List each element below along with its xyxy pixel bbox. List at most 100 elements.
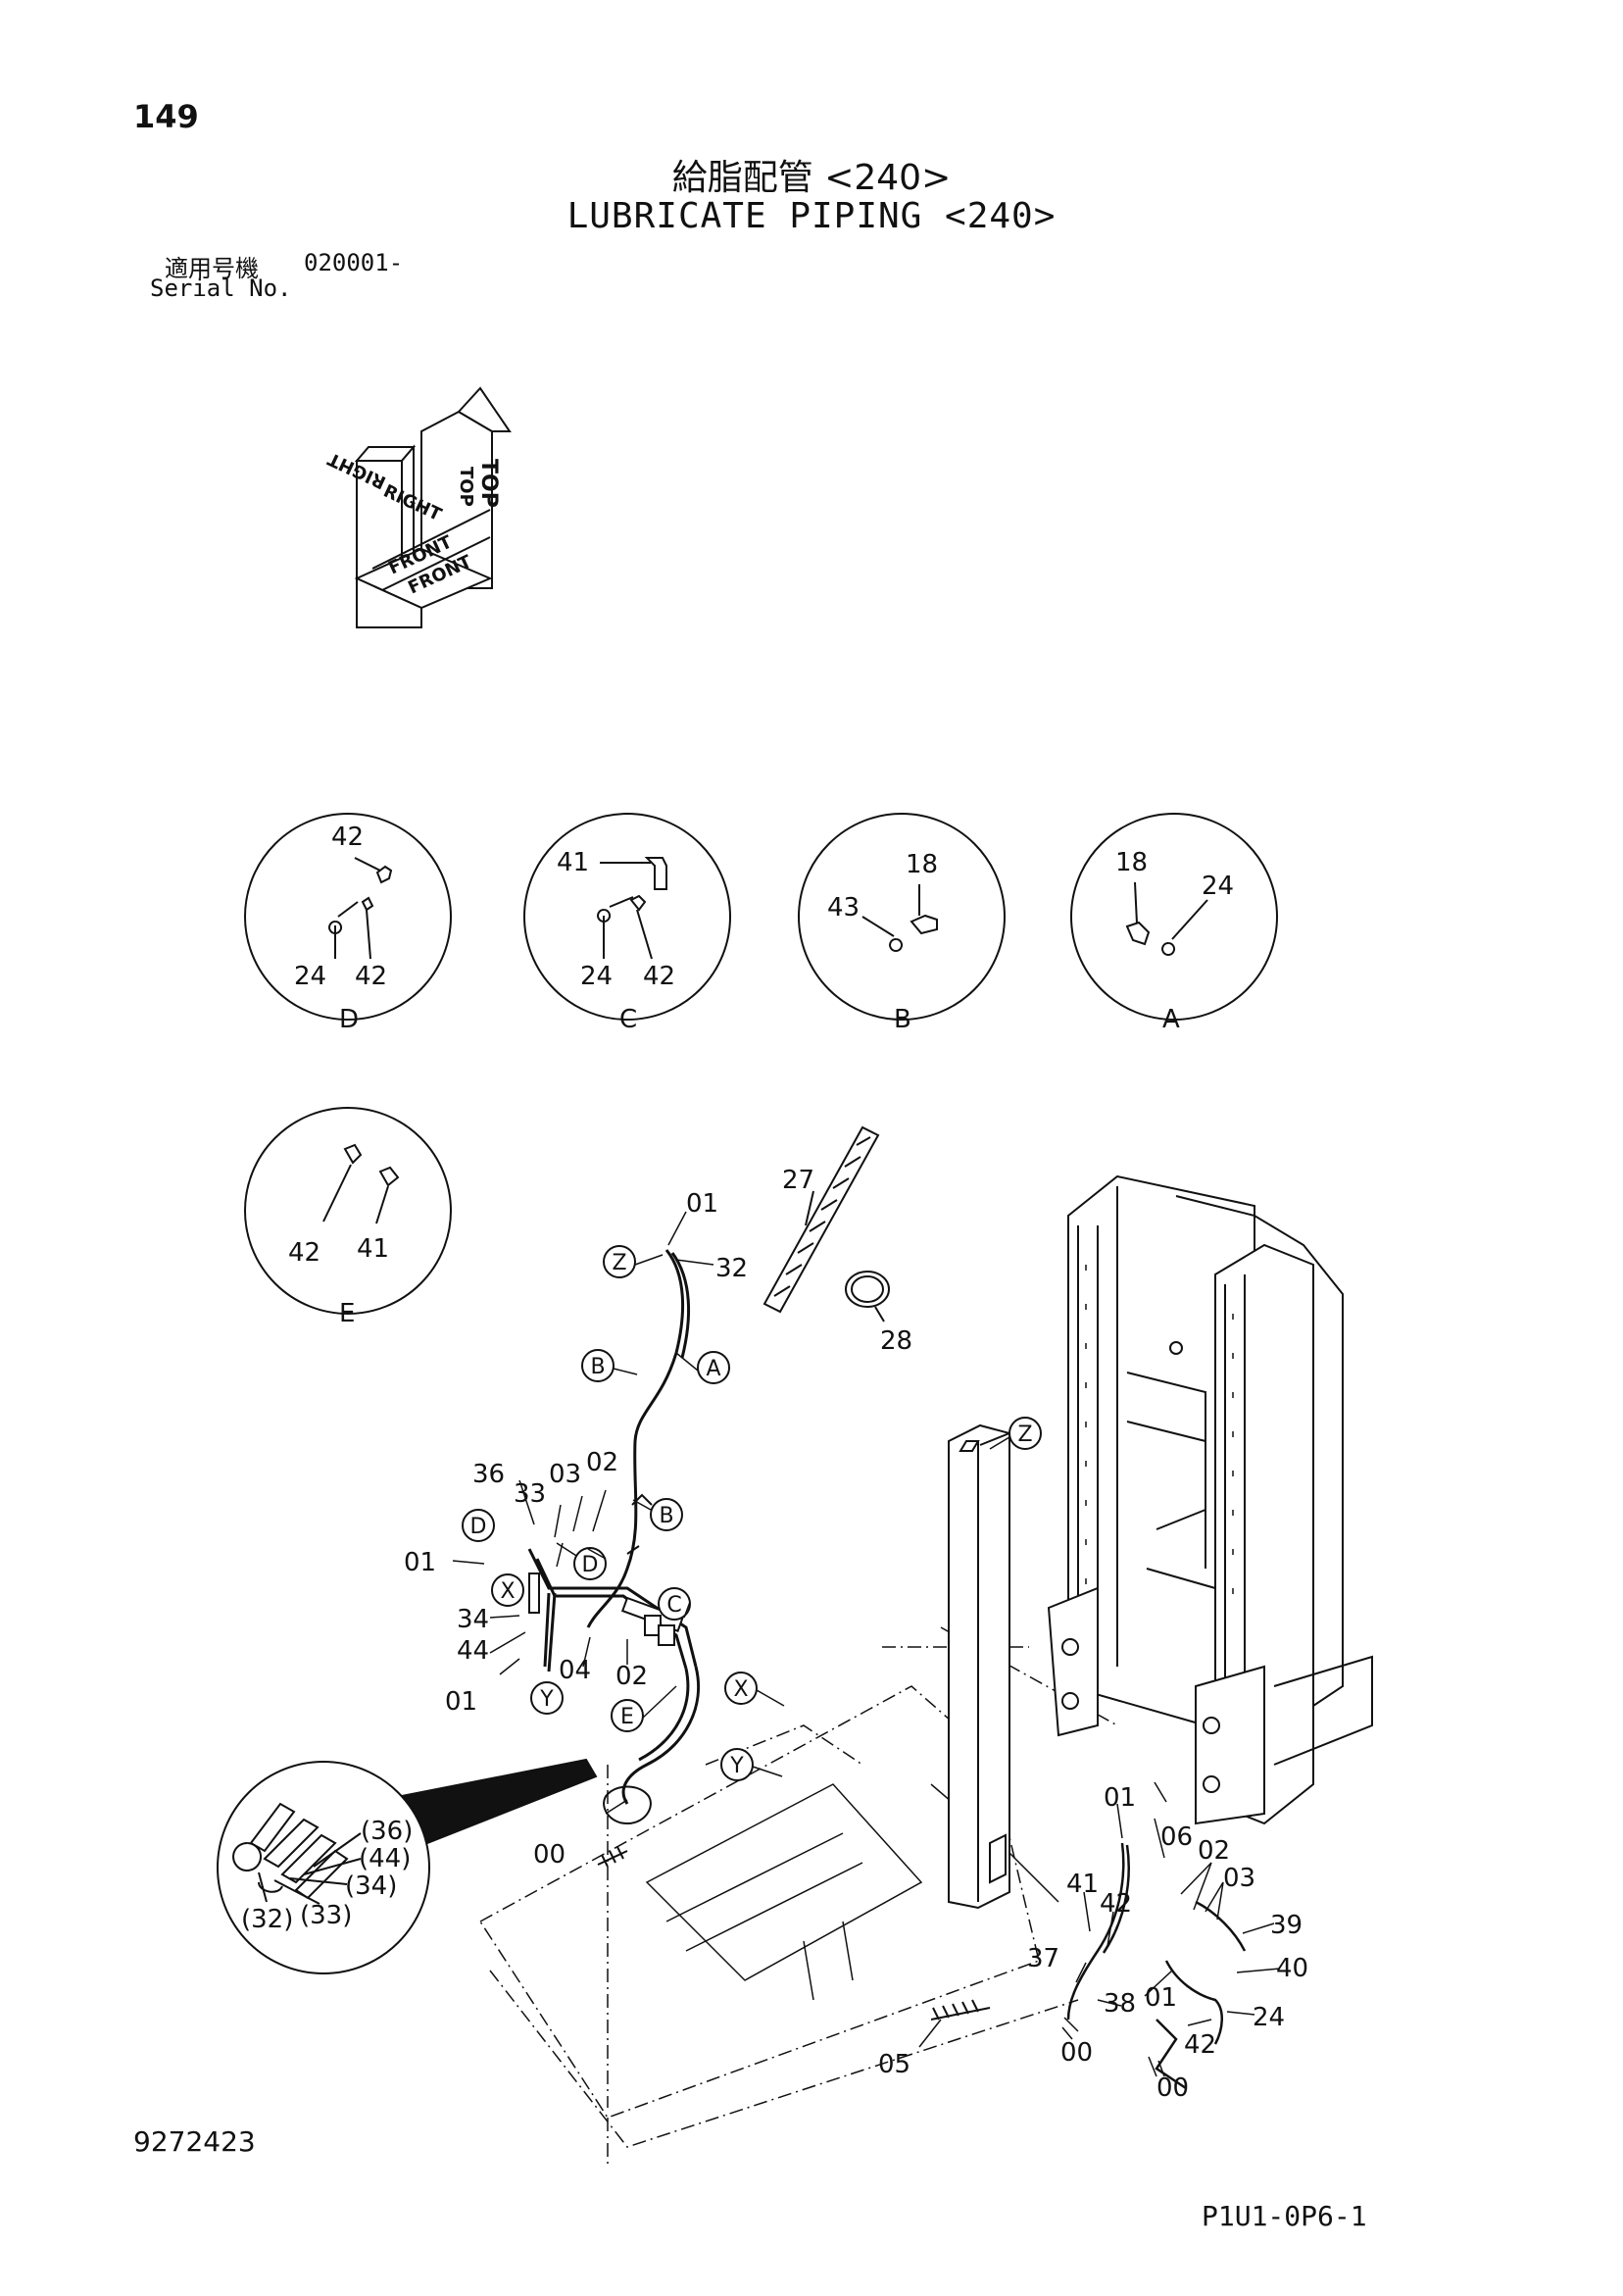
- circle-ref-d-right: D: [582, 1553, 599, 1577]
- main-hose-clamps: [528, 1493, 684, 1825]
- callout-03: 03: [549, 1460, 581, 1489]
- callout-03-right: 03: [1223, 1864, 1255, 1893]
- orientation-symbol: TOP TOP RIGHT RIGHT FRONT FRONT: [324, 386, 512, 628]
- detail-d-callout-24: 24: [294, 962, 326, 991]
- circle-refs: [462, 1245, 1042, 1781]
- callout-01-left: 01: [404, 1548, 436, 1577]
- detail-d-callout-42-top: 42: [331, 823, 364, 852]
- circle-ref-labels: Z B A B D D X C Y E X Y Z: [470, 1251, 1033, 1778]
- base-frame: [478, 1626, 1118, 2167]
- callout-01-right-lower: 01: [1145, 1983, 1177, 2013]
- callout-44: 44: [457, 1636, 489, 1666]
- circle-ref-z-right: Z: [1017, 1423, 1032, 1447]
- callout-33: 33: [514, 1479, 546, 1509]
- callout-40: 40: [1276, 1954, 1308, 1983]
- callout-01-top: 01: [686, 1189, 718, 1219]
- circle-ref-a: A: [706, 1357, 720, 1381]
- callout-38: 38: [1104, 1989, 1136, 2019]
- callout-05: 05: [878, 2050, 910, 2079]
- callout-28: 28: [880, 1326, 912, 1356]
- detail-b-callout-43: 43: [827, 893, 860, 923]
- bubble-callout-33: (33): [300, 1901, 352, 1930]
- right-hose-assembly: [1066, 1842, 1247, 2090]
- circle-ref-x-right: X: [733, 1677, 748, 1702]
- callout-39: 39: [1270, 1911, 1303, 1940]
- detail-a-callout-18: 18: [1115, 848, 1148, 877]
- callout-00-left: 00: [533, 1840, 566, 1870]
- detail-b-label: B: [894, 1005, 911, 1034]
- detail-d-callout-42-bottom: 42: [355, 962, 387, 991]
- circle-ref-e: E: [620, 1705, 634, 1729]
- document-number: 9272423: [133, 2125, 256, 2158]
- detail-c: 41 24 42 C: [523, 813, 731, 1034]
- detail-c-callout-24: 24: [580, 962, 613, 991]
- title-japanese: 給脂配管 <240>: [671, 158, 952, 198]
- callout-42-right-top: 42: [1100, 1889, 1132, 1919]
- callout-00-right-a: 00: [1060, 2038, 1093, 2068]
- rear-mast-structure: [1047, 1174, 1373, 1825]
- orientation-top-label: TOP: [476, 459, 501, 508]
- bubble-callout-36: (36): [361, 1817, 413, 1846]
- callout-02-right: 02: [1198, 1836, 1230, 1866]
- callout-42-right-bottom: 42: [1184, 2030, 1216, 2060]
- callout-27: 27: [782, 1166, 814, 1195]
- circle-ref-y-left: Y: [539, 1687, 554, 1712]
- circle-ref-x-left: X: [500, 1579, 515, 1604]
- detail-d-label: D: [339, 1005, 359, 1034]
- detail-b: 18 43 B: [798, 813, 1006, 1034]
- mast-column: [948, 1423, 1010, 1910]
- callout-24-right: 24: [1253, 2003, 1285, 2032]
- callout-02-mid: 02: [615, 1662, 648, 1691]
- title-english: LUBRICATE PIPING <240>: [566, 196, 1057, 236]
- circle-ref-y-right: Y: [729, 1754, 744, 1778]
- detail-c-callout-41: 41: [557, 848, 589, 877]
- serial-number-value: 020001-: [304, 249, 404, 276]
- circle-ref-c: C: [666, 1593, 681, 1618]
- serial-label-english: Serial No.: [150, 275, 292, 302]
- grease-fitting-05: [930, 1999, 991, 2021]
- detail-e-callout-41: 41: [357, 1234, 389, 1264]
- detail-e-label: E: [339, 1299, 355, 1328]
- circle-ref-leaders: [587, 1254, 1010, 1777]
- serial-label-japanese: 適用号機: [165, 255, 259, 282]
- circle-ref-z-top: Z: [612, 1251, 626, 1275]
- bubble-callout-34: (34): [345, 1872, 397, 1901]
- detail-e: 42 41 E: [244, 1107, 452, 1328]
- bubble-callout-44: (44): [359, 1844, 411, 1873]
- callout-34: 34: [457, 1605, 489, 1634]
- detail-b-callout-18: 18: [906, 850, 938, 879]
- detail-e-callout-42: 42: [288, 1238, 320, 1268]
- detail-c-callout-42: 42: [643, 962, 675, 991]
- detail-c-label: C: [619, 1005, 637, 1034]
- detail-d: 42 24 42 D: [244, 813, 452, 1034]
- part-ring-28: [845, 1271, 890, 1323]
- page-code: P1U1-0P6-1: [1202, 2200, 1367, 2232]
- detail-a: 18 24 A: [1070, 813, 1278, 1034]
- circle-ref-b-mid: B: [659, 1504, 673, 1528]
- callout-00-right-b: 00: [1156, 2073, 1189, 2103]
- callout-02-top: 02: [586, 1448, 618, 1477]
- circle-ref-b-top: B: [590, 1355, 605, 1379]
- bubble-detail: (36) (44) (34) (32) (33): [217, 1758, 598, 1974]
- detail-a-callout-24: 24: [1202, 872, 1234, 901]
- callout-36: 36: [472, 1460, 505, 1489]
- page-number: 149: [133, 98, 199, 135]
- orientation-top-label-2: TOP: [456, 467, 476, 507]
- callout-01-lower: 01: [445, 1687, 477, 1717]
- right-callout-leaders: [918, 1781, 1281, 2077]
- callout-01-right: 01: [1104, 1783, 1136, 1813]
- main-hose-assembly: [527, 1249, 701, 1805]
- callout-06: 06: [1160, 1822, 1193, 1852]
- grease-fitting-00-left: [597, 1846, 628, 1868]
- callout-32: 32: [715, 1254, 748, 1283]
- circle-ref-d-left: D: [470, 1515, 487, 1539]
- main-callout-labels: 01 32 27 28 36 33 03 02 01 34 44 04 02 0…: [404, 1166, 1308, 2103]
- callout-41-right: 41: [1066, 1870, 1099, 1899]
- bubble-callout-32: (32): [241, 1905, 293, 1934]
- callout-37: 37: [1027, 1944, 1059, 1973]
- callout-04: 04: [559, 1656, 591, 1685]
- part-strip-27: [762, 1125, 880, 1314]
- detail-a-label: A: [1162, 1005, 1180, 1034]
